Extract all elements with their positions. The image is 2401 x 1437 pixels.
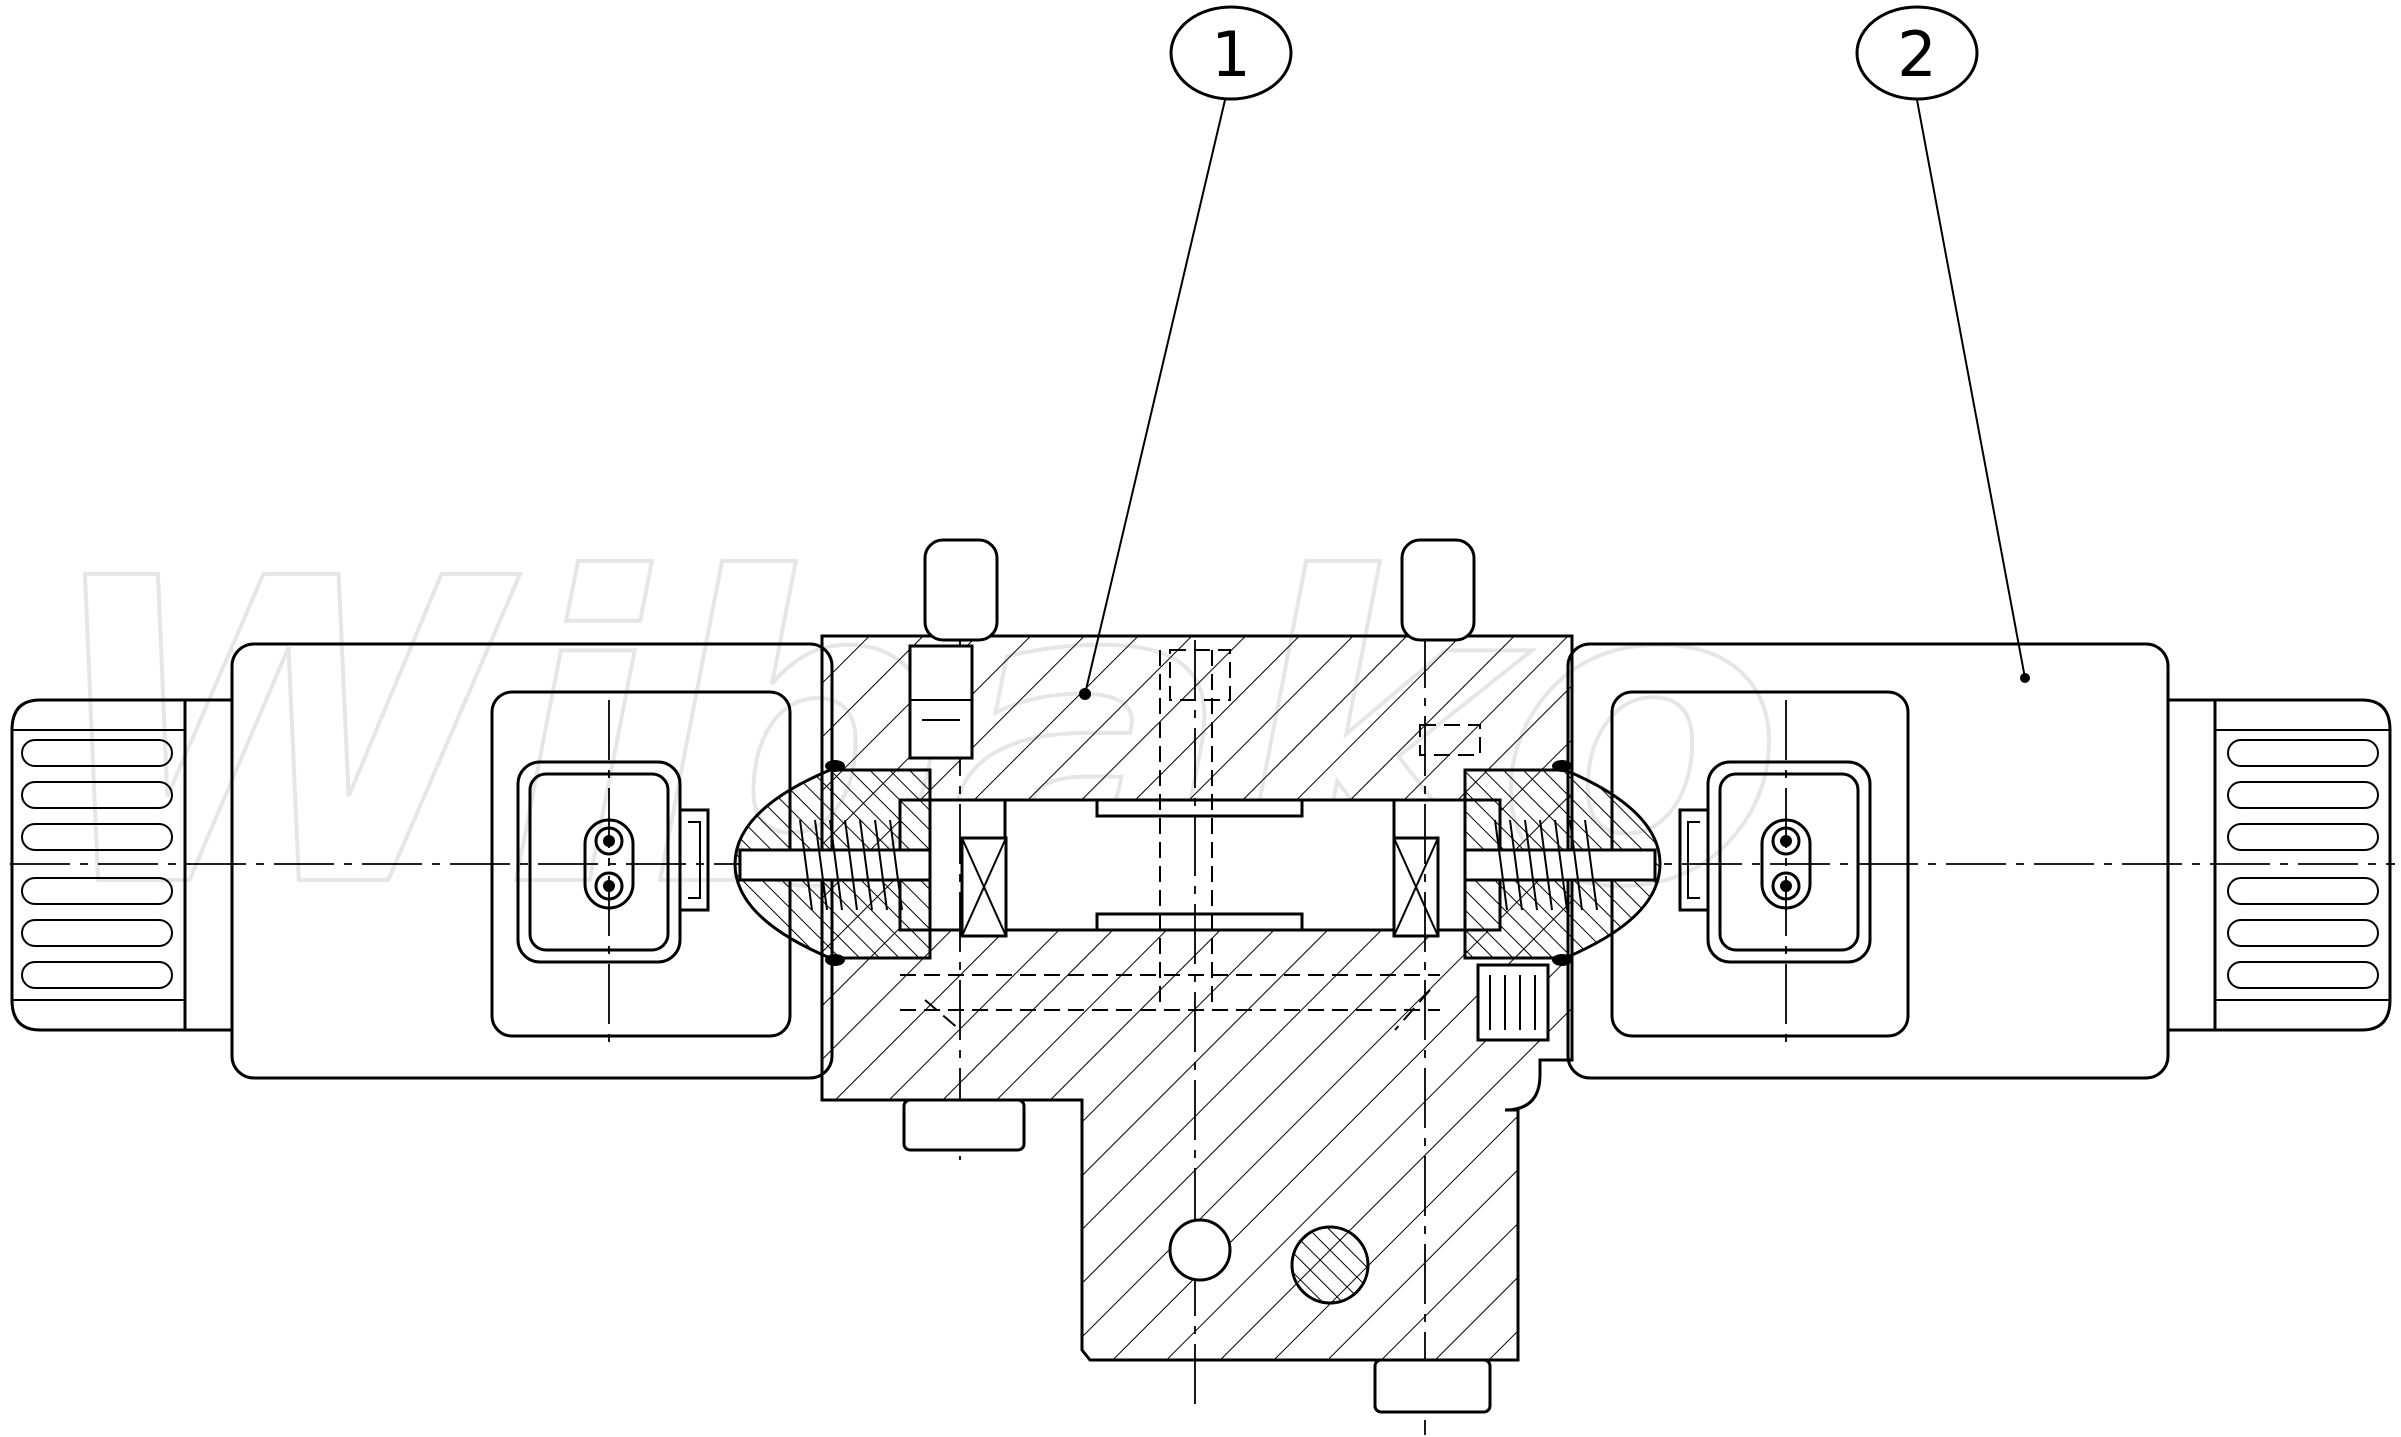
callout-1-leader-dot: [1079, 688, 1091, 700]
internal-port-right: [1419, 724, 1481, 756]
callout-1-balloon: [1169, 5, 1293, 101]
right-solenoid: [1566, 642, 2392, 1080]
right-connector-inner: [1718, 772, 1860, 952]
callout-2-label: 2: [1897, 18, 1936, 91]
callout-2: 2: [1855, 5, 2026, 679]
left-connector-tab: [680, 808, 710, 912]
bottom-bolt-right: [1373, 1358, 1492, 1414]
left-plug-thread: [910, 699, 972, 721]
right-orifice-plug: [1476, 963, 1550, 1042]
callout-2-balloon: [1855, 5, 1979, 101]
right-seal-top: [1552, 760, 1572, 772]
left-connector-inner: [528, 772, 670, 952]
internal-channels: [900, 649, 1440, 1011]
valve-body: [820, 538, 1574, 1435]
right-cap-body: [2213, 698, 2392, 1032]
callout-2-leader: [1916, 99, 2026, 679]
left-seal-bottom: [825, 954, 845, 966]
right-connector-tab: [1678, 808, 1708, 912]
right-seal-bottom: [1552, 954, 1572, 966]
right-connector-tab-inner: [1687, 821, 1700, 899]
top-stud-left: [923, 538, 999, 642]
left-seal-top: [825, 760, 845, 772]
callout-1-label: 1: [1211, 18, 1250, 91]
left-connector-outer: [516, 760, 682, 964]
right-spring: [1494, 819, 1598, 911]
left-spring: [799, 819, 903, 911]
bottom-bolt-left: [902, 1098, 1026, 1152]
left-connector-tab-inner: [688, 821, 701, 899]
right-connector-outer: [1706, 760, 1872, 964]
spool: [1003, 798, 1396, 932]
callout-1: 1: [1079, 5, 1293, 700]
left-spring-assembly: [733, 760, 932, 966]
top-stud-right: [1400, 538, 1476, 642]
callout-1-leader: [1084, 99, 1226, 695]
right-spring-assembly: [1463, 760, 1662, 966]
port-a: [1168, 1218, 1232, 1282]
right-orifice-thread: [1489, 975, 1536, 1030]
left-plug: [908, 644, 974, 760]
left-cap-knurl: [21, 739, 173, 989]
right-cap-knurl: [2227, 739, 2379, 989]
port-b: [1290, 1225, 1370, 1305]
